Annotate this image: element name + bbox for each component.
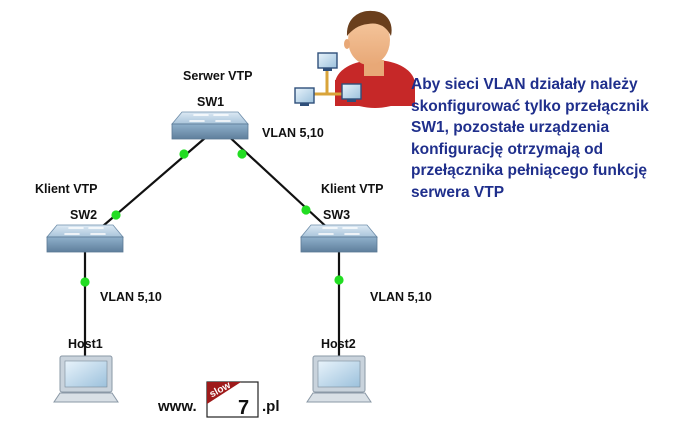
logo-prefix: www. [158, 398, 197, 415]
sw1-vlan-label: VLAN 5,10 [262, 126, 324, 140]
switch-sw2[interactable] [46, 224, 124, 253]
vtp-explanation-note: Aby sieci VLAN działały należy skonfigur… [411, 74, 673, 204]
link-dot [179, 149, 189, 159]
sw2-name-label: SW2 [70, 208, 97, 222]
sw2-role-label: Klient VTP [35, 182, 98, 196]
sw3-name-label: SW3 [323, 208, 350, 222]
host1-vlan-label: VLAN 5,10 [100, 290, 162, 304]
logo-suffix: .pl [262, 398, 280, 415]
sw3-role-label: Klient VTP [321, 182, 384, 196]
link-dot [237, 149, 247, 159]
host2-name-label: Host2 [321, 337, 356, 351]
link-dot [334, 275, 344, 285]
slow7-logo-icon: slow 7 [206, 380, 259, 419]
link-dot [301, 205, 311, 215]
note-line: SW1, pozostałe urządzenia [411, 119, 610, 137]
host2-laptop-icon[interactable] [306, 355, 372, 403]
note-line: serwera VTP [411, 183, 505, 201]
link-dot [80, 277, 90, 287]
note-line: Aby sieci VLAN działały należy [411, 76, 638, 93]
note-line: przełącznika pełniącego funkcję [411, 162, 648, 180]
link-dots [80, 149, 344, 287]
switch-sw3[interactable] [300, 224, 378, 253]
note-line: konfigurację otrzymają od [411, 140, 604, 158]
host1-name-label: Host1 [68, 337, 103, 351]
link-sw1-sw3 [223, 131, 333, 233]
sw1-role-label: Serwer VTP [183, 69, 252, 83]
logo-badge-num: 7 [238, 397, 249, 419]
link-dot [111, 210, 121, 220]
note-line: skonfigurować tylko przełącznik [411, 97, 649, 115]
host1-laptop-icon[interactable] [53, 355, 119, 403]
network-computers-icon [294, 52, 362, 106]
switch-sw1[interactable] [171, 111, 249, 140]
host2-vlan-label: VLAN 5,10 [370, 290, 432, 304]
sw1-name-label: SW1 [197, 95, 224, 109]
